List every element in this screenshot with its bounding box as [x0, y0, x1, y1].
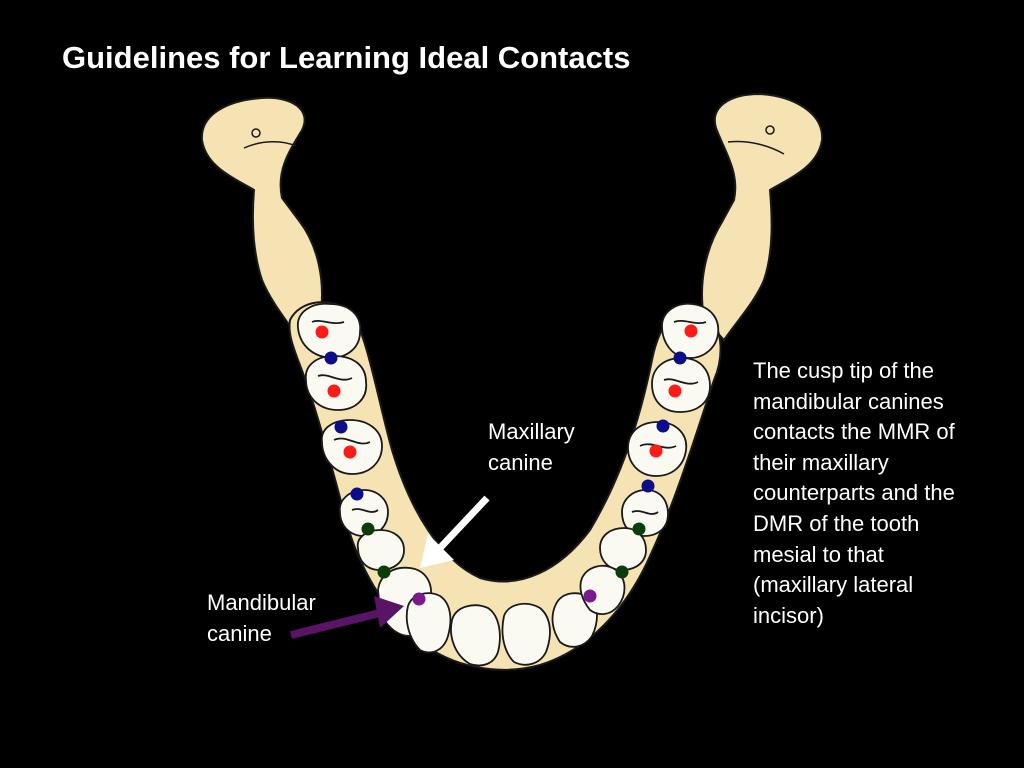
contact-red-dot [315, 325, 329, 339]
contact-red-dot [684, 324, 698, 338]
explanation-text: The cusp tip of the mandibular canines c… [753, 356, 955, 631]
contact-blue-dot [673, 351, 687, 365]
right-ramus [701, 92, 824, 342]
contact-blue-dot [350, 487, 364, 501]
explanation-line: their maxillary [753, 449, 889, 475]
left-molar-3 [297, 302, 362, 359]
contact-dots [315, 324, 698, 606]
contact-green-dot [632, 522, 646, 536]
contact-green-dot [615, 565, 629, 579]
contact-red-dot [668, 384, 682, 398]
mandible-bone [200, 92, 824, 671]
contact-purple-dot [583, 589, 597, 603]
explanation-line: contacts the MMR of [753, 419, 955, 445]
left-central-incisor [450, 604, 501, 667]
contact-red-dot [327, 384, 341, 398]
left-ramus [200, 96, 323, 342]
left-premolar-1 [356, 529, 405, 571]
contact-blue-dot [334, 420, 348, 434]
slide-title: Guidelines for Learning Ideal Contacts [62, 40, 631, 75]
contact-blue-dot [641, 479, 655, 493]
contact-green-dot [361, 522, 375, 536]
label-line: canine [207, 621, 272, 646]
explanation-line: incisor) [753, 602, 824, 628]
right-central-incisor [501, 602, 551, 666]
label-line: Maxillary [488, 419, 575, 444]
label-line: canine [488, 450, 553, 475]
maxillary-canine-arrow [420, 495, 490, 568]
contact-red-dot [649, 444, 663, 458]
mandibular-canine-arrow [290, 596, 404, 639]
contact-green-dot [377, 565, 391, 579]
label-line: Mandibular [207, 590, 316, 615]
contact-purple-dot [412, 592, 426, 606]
explanation-line: mandibular canines [753, 388, 944, 414]
contact-blue-dot [656, 419, 670, 433]
explanation-line: DMR of the tooth [753, 510, 920, 536]
left-molar-2 [304, 355, 368, 411]
maxillary-canine-label: Maxillary canine [488, 416, 575, 478]
anterior-teeth [377, 564, 626, 667]
right-condyle-foramen [765, 125, 775, 135]
explanation-line: (maxillary lateral [753, 572, 914, 598]
contact-red-dot [343, 445, 357, 459]
explanation-line: The cusp tip of the [753, 358, 934, 383]
explanation-line: mesial to that [753, 541, 884, 567]
left-posterior-teeth [297, 302, 405, 571]
left-condyle-foramen [251, 128, 261, 138]
right-lateral-incisor [551, 592, 598, 648]
right-molar-2 [651, 357, 711, 413]
mandibular-canine-label: Mandibular canine [207, 587, 316, 649]
left-lateral-incisor [405, 592, 452, 654]
contact-blue-dot [324, 351, 338, 365]
explanation-line: counterparts and the [753, 480, 955, 506]
